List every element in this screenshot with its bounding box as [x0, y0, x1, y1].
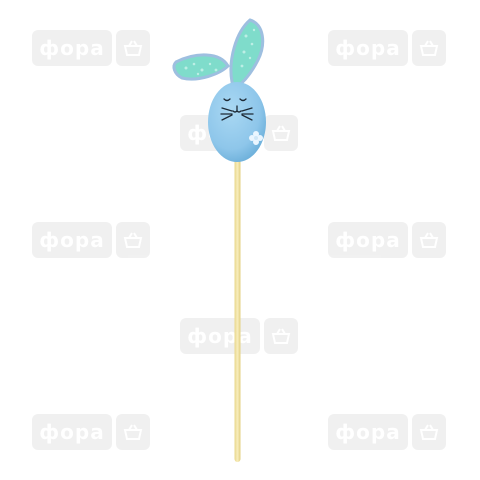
- basket-icon: [116, 414, 150, 450]
- watermark: фора: [32, 414, 152, 450]
- basket-icon: [116, 222, 150, 258]
- right-ear: [229, 18, 265, 91]
- basket-icon: [412, 30, 446, 66]
- watermark-logo-text: фора: [180, 318, 260, 354]
- watermark-logo-text: фора: [32, 414, 112, 450]
- basket-icon: [264, 115, 298, 151]
- watermark: фора: [32, 222, 152, 258]
- watermark: фора: [180, 318, 300, 354]
- watermark-logo-text: фора: [328, 414, 408, 450]
- stick: [234, 150, 241, 462]
- egg-head: [208, 82, 266, 162]
- left-ear: [172, 53, 230, 81]
- bunny-face: [220, 98, 254, 121]
- basket-icon: [412, 222, 446, 258]
- watermark-logo-text: фора: [32, 222, 112, 258]
- watermark: фора: [328, 30, 448, 66]
- basket-icon: [116, 30, 150, 66]
- basket-icon: [264, 318, 298, 354]
- flower-decoration: [249, 131, 263, 145]
- basket-icon: [412, 414, 446, 450]
- watermark-logo-text: фора: [32, 30, 112, 66]
- watermark-logo-text: фора: [328, 222, 408, 258]
- watermark-logo-text: фора: [328, 30, 408, 66]
- watermark: фора: [328, 414, 448, 450]
- watermark: фора: [328, 222, 448, 258]
- watermark: фора: [32, 30, 152, 66]
